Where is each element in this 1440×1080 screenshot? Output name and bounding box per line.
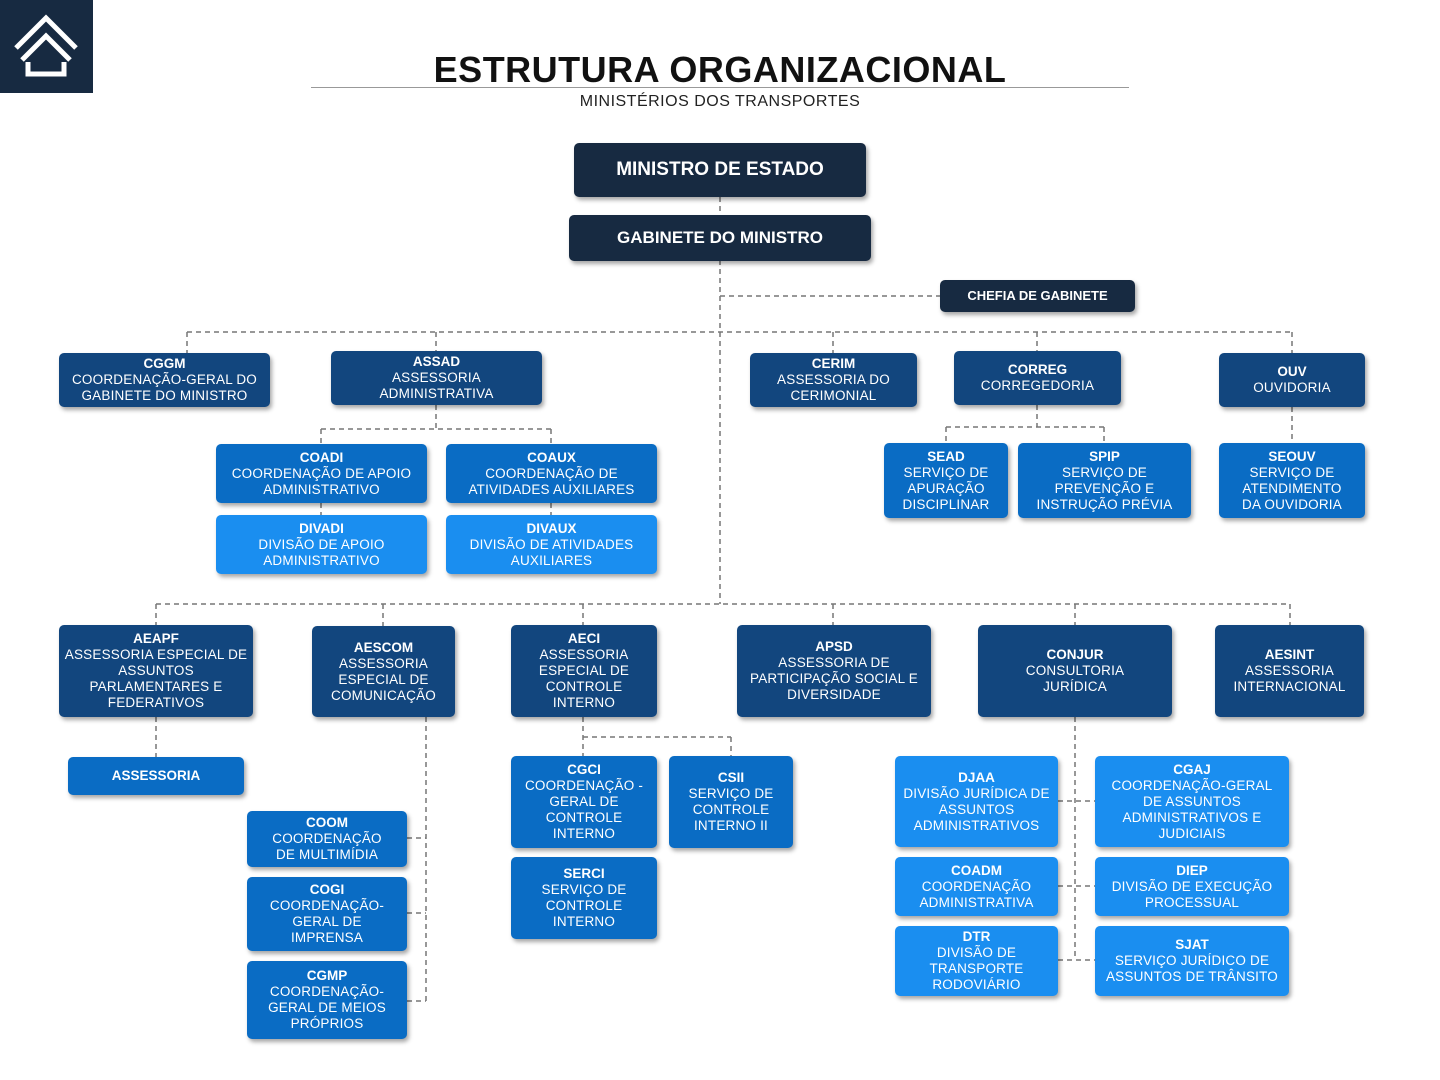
node-assad: ASSAD ASSESSORIA ADMINISTRATIVA xyxy=(331,351,542,405)
node-conjur: CONJUR CONSULTORIA JURÍDICA xyxy=(978,625,1172,717)
node-csii: CSII SERVIÇO DE CONTROLE INTERNO II xyxy=(669,756,793,848)
page-title: ESTRUTURA ORGANIZACIONAL xyxy=(433,49,1007,90)
node-ouv: OUV OUVIDORIA xyxy=(1219,353,1365,407)
title-divider xyxy=(311,87,1129,88)
node-spip: SPIP SERVIÇO DE PREVENÇÃO E INSTRUÇÃO PR… xyxy=(1018,443,1191,518)
node-seouv: SEOUV SERVIÇO DE ATENDIMENTO DA OUVIDORI… xyxy=(1219,443,1365,518)
node-cgaj: CGAJ COORDENAÇÃO-GERAL DE ASSUNTOS ADMIN… xyxy=(1095,756,1289,847)
node-aescom: AESCOM ASSESSORIA ESPECIAL DE COMUNICAÇÃ… xyxy=(312,626,455,717)
node-coom: COOM COORDENAÇÃO DE MULTIMÍDIA xyxy=(247,811,407,867)
node-sead: SEAD SERVIÇO DE APURAÇÃO DISCIPLINAR xyxy=(884,443,1008,518)
node-cgci: CGCI COORDENAÇÃO -GERAL DE CONTROLE INTE… xyxy=(511,756,657,848)
node-cogi: COGI COORDENAÇÃO-GERAL DE IMPRENSA xyxy=(247,877,407,951)
node-dtr: DTR DIVISÃO DE TRANSPORTE RODOVIÁRIO xyxy=(895,926,1058,996)
node-coadm: COADM COORDENAÇÃO ADMINISTRATIVA xyxy=(895,857,1058,916)
node-aesint: AESINT ASSESSORIA INTERNACIONAL xyxy=(1215,625,1364,717)
node-cerim: CERIM ASSESSORIA DO CERIMONIAL xyxy=(750,353,917,407)
logo xyxy=(0,0,93,93)
node-cggm: CGGM COORDENAÇÃO-GERAL DO GABINETE DO MI… xyxy=(59,353,270,407)
node-serci: SERCI SERVIÇO DE CONTROLE INTERNO xyxy=(511,857,657,939)
node-assessoria: ASSESSORIA xyxy=(68,757,244,795)
node-cgmp: CGMP COORDENAÇÃO-GERAL DE MEIOS PRÓPRIOS xyxy=(247,961,407,1039)
node-divaux: DIVAUX DIVISÃO DE ATIVIDADES AUXILIARES xyxy=(446,515,657,574)
node-correg: CORREG CORREGEDORIA xyxy=(954,351,1121,405)
node-divadi: DIVADI DIVISÃO DE APOIO ADMINISTRATIVO xyxy=(216,515,427,574)
node-aeci: AECI ASSESSORIA ESPECIAL DE CONTROLE INT… xyxy=(511,625,657,717)
node-ministro: MINISTRO DE ESTADO xyxy=(574,143,866,197)
node-gabinete: GABINETE DO MINISTRO xyxy=(569,215,871,261)
house-chevron-icon xyxy=(14,14,78,77)
node-coadi: COADI COORDENAÇÃO DE APOIO ADMINISTRATIV… xyxy=(216,444,427,503)
node-coaux: COAUX COORDENAÇÃO DE ATIVIDADES AUXILIAR… xyxy=(446,444,657,503)
node-sjat: SJAT SERVIÇO JURÍDICO DE ASSUNTOS DE TRÂ… xyxy=(1095,926,1289,996)
node-apsd: APSD ASSESSORIA DE PARTICIPAÇÃO SOCIAL E… xyxy=(737,625,931,717)
node-chefia: CHEFIA DE GABINETE xyxy=(940,280,1135,312)
node-aeapf: AEAPF ASSESSORIA ESPECIAL DE ASSUNTOS PA… xyxy=(59,625,253,717)
node-djaa: DJAA DIVISÃO JURÍDICA DE ASSUNTOS ADMINI… xyxy=(895,756,1058,847)
node-diep: DIEP DIVISÃO DE EXECUÇÃO PROCESSUAL xyxy=(1095,857,1289,916)
page-subtitle: MINISTÉRIOS DOS TRANSPORTES xyxy=(579,93,861,110)
